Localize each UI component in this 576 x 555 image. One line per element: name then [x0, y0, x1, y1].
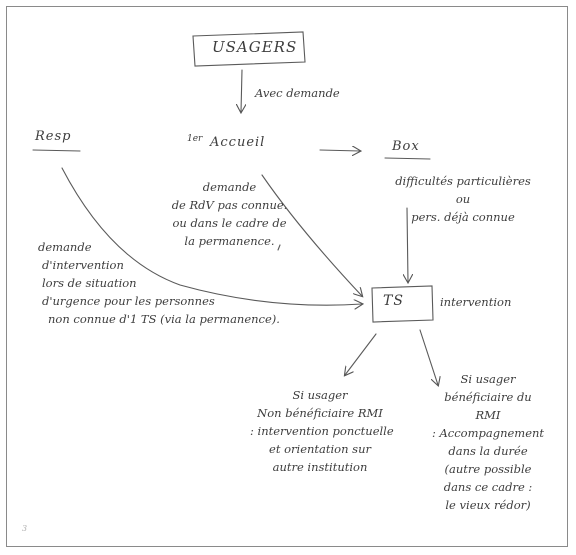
note-line: demande [202, 180, 257, 194]
note-difficultes: difficultés particulières ou pers. déjà … [388, 172, 538, 226]
note-line: RMI [475, 408, 501, 422]
box-underline [384, 157, 431, 160]
note-line: dans la durée [448, 444, 528, 458]
note-line: de RdV pas connue. [171, 198, 288, 212]
note-demande-intervention: demande d'intervention lors de situation… [38, 238, 280, 328]
box-node: Box [392, 139, 420, 154]
accueil-superscript: 1er [187, 134, 203, 144]
note-line: lors de situation [42, 276, 137, 290]
resp-underline [32, 149, 81, 152]
arrow-accueil-ts [261, 174, 362, 296]
usagers-box [192, 31, 306, 67]
note-line: difficultés particulières [395, 174, 531, 188]
arrow-ts-left [345, 333, 377, 375]
intervention-label: intervention [440, 295, 512, 309]
note-line: Si usager [292, 388, 348, 402]
note-line: le vieux rédor) [445, 498, 531, 512]
arrow-resp-ts [61, 167, 362, 305]
note-line: ou [455, 192, 471, 206]
note-line: : Accompagnement [431, 426, 545, 440]
note-line: bénéficiaire du [444, 390, 532, 404]
arrow-usagers-accueil [241, 69, 242, 112]
note-line: : intervention ponctuelle [250, 424, 394, 438]
note-line: dans ce cadre : [443, 480, 533, 494]
note-line: Si usager [460, 372, 516, 386]
note-si-usager-beneficiaire: Si usager bénéficiaire du RMI : Accompag… [418, 370, 558, 514]
ts-node: TS [383, 293, 404, 309]
ts-box [371, 285, 434, 323]
note-line: d'urgence pour les personnes [42, 294, 215, 308]
note-line: autre institution [272, 460, 368, 474]
arrow-box-ts [407, 207, 408, 282]
note-line: demande [38, 240, 92, 254]
note-line: la permanence. [184, 234, 275, 248]
note-line: (autre possible [444, 462, 532, 476]
accueil-node: Accueil [210, 135, 266, 150]
note-demande-rdv: demande de RdV pas connue. ou dans le ca… [142, 178, 317, 250]
arrow-accueil-box [319, 150, 360, 151]
note-line: non connue d'1 TS (via la permanence). [48, 312, 280, 326]
arrow-ts-right [419, 329, 438, 385]
usagers-node: USAGERS [212, 38, 298, 56]
note-si-usager-non-beneficiaire: Si usager Non bénéficiaire RMI : interve… [250, 386, 394, 476]
note-line: ou dans le cadre de [172, 216, 287, 230]
note-line: pers. déjà connue [411, 210, 515, 224]
page-border [6, 6, 568, 547]
resp-node: Resp [35, 129, 72, 144]
avec-demande-label: Avec demande [255, 86, 340, 100]
page-number: 3 [22, 524, 28, 533]
note-bracket [277, 244, 281, 251]
note-line: et orientation sur [269, 442, 371, 456]
note-line: Non bénéficiaire RMI [257, 406, 383, 420]
note-line: d'intervention [42, 258, 124, 272]
